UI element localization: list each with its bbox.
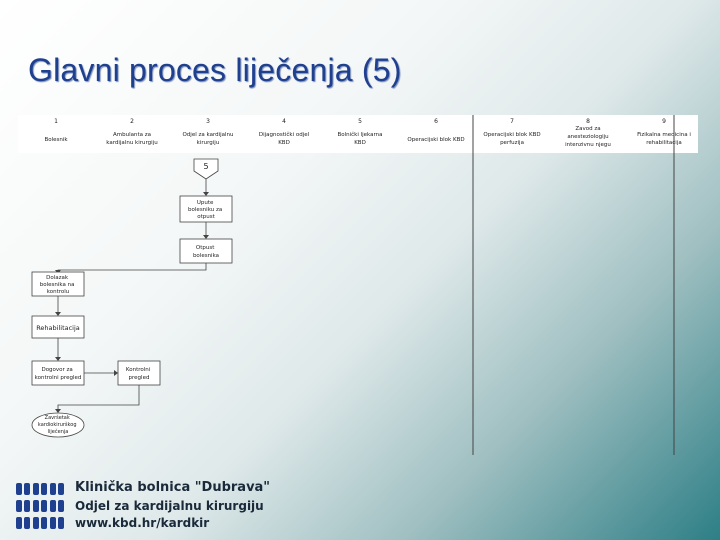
swimlane-number: 8: [586, 118, 590, 125]
swimlane-label: Operacijski blok KBD: [407, 137, 464, 143]
swimlane-number: 1: [54, 118, 58, 125]
step-kontrolni-pregled: [117, 360, 161, 386]
swimlane-label: kirurgiju: [197, 140, 220, 146]
swimlane-label: Odjel za kardijalnu: [182, 132, 233, 138]
step-dogovor-kontrola: [31, 360, 85, 386]
connector-5-label: 5: [203, 162, 208, 171]
swimlane-number: 4: [282, 118, 286, 125]
step-kontrolni-text: Kontrolni pregled: [126, 367, 152, 381]
step-zavrsetak-text: Završetak kardiokirurškog liječenja: [38, 414, 78, 435]
hospital-name: Klinička bolnica "Dubrava": [75, 480, 271, 495]
department-name: Odjel za kardijalnu kirurgiju: [75, 499, 264, 513]
swimlane-label: Operacijski blok KBD: [483, 132, 540, 138]
footer: Klinička bolnica "Dubrava" Odjel za kard…: [75, 480, 270, 530]
swimlane-label: perfuzija: [500, 140, 524, 146]
step-otpust-bolesnika: [179, 238, 233, 264]
page-title: Glavni proces liječenja (5): [28, 52, 402, 88]
swimlane-label: Fizikalna medicina i: [637, 132, 691, 138]
swimlane-label: Bolnički ljekarna: [337, 131, 382, 138]
hospital-logo-icon: [16, 483, 64, 529]
swimlane-label: anesteziologiju: [567, 134, 608, 140]
step-upute-text: Upute bolesniku za otpust: [188, 200, 224, 220]
swimlane-label: rehabilitacija: [646, 140, 681, 146]
swimlane-number: 3: [206, 118, 210, 125]
swimlane-number: 5: [358, 118, 362, 125]
swimlane-label: Zavod za: [575, 126, 600, 132]
step-dogovor-text: Dogovor za kontrolni pregled: [35, 367, 82, 381]
swimlane-number: 6: [434, 118, 438, 125]
swimlane-label: intenzivnu njegu: [565, 142, 611, 148]
connector-5: [193, 158, 219, 180]
swimlane-number: 2: [130, 118, 134, 125]
website-link[interactable]: www.kbd.hr/kardkir: [75, 516, 210, 530]
step-zavrsetak: [31, 412, 85, 438]
swimlane-label: kardijalnu kirurgiju: [106, 140, 157, 146]
swimlane-label: KBD: [278, 140, 290, 146]
swimlane-label: KBD: [354, 140, 366, 146]
swimlane-label: Ambulanta za: [113, 132, 151, 138]
swimlane-number: 7: [510, 118, 514, 125]
swimlane-header: [18, 115, 698, 153]
step-dolazak-text: Dolazak bolesnika na kontrolu: [40, 275, 76, 295]
swimlane-label: Dijagnostički odjel: [259, 131, 310, 138]
swimlane-number: 9: [662, 118, 666, 125]
swimlane-label: Bolesnik: [44, 137, 68, 143]
step-rehabilitacija-text: Rehabilitacija: [36, 324, 80, 332]
step-dolazak-kontrola: [31, 271, 85, 297]
step-otpust-text: Otpust bolesnika: [193, 245, 219, 259]
